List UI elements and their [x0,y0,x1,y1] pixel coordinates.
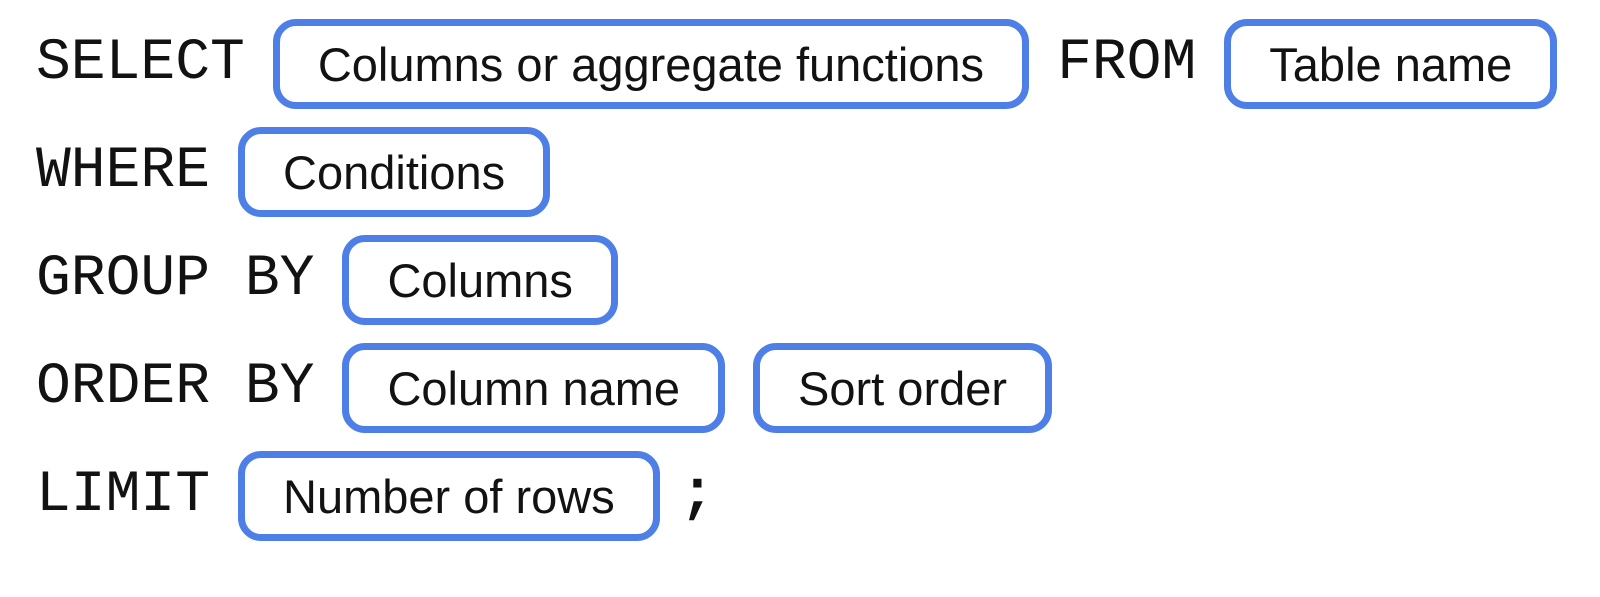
pill-columns-label: Columns [387,253,573,307]
where-clause-row: WHERE Conditions [36,127,1600,217]
keyword-group-by: GROUP BY [36,247,315,312]
pill-sort-order-label: Sort order [798,361,1008,415]
group-by-clause-row: GROUP BY Columns [36,235,1600,325]
keyword-order-by: ORDER BY [36,355,315,420]
limit-clause-row: LIMIT Number of rows ; [36,451,1600,541]
pill-columns-or-aggregate-functions-label: Columns or aggregate functions [317,37,985,91]
keyword-where: WHERE [36,139,211,204]
pill-table-name: Table name [1224,19,1558,109]
pill-number-of-rows: Number of rows [238,451,660,541]
pill-number-of-rows-label: Number of rows [283,469,615,523]
select-clause-row: SELECT Columns or aggregate functions FR… [36,19,1600,109]
pill-conditions: Conditions [238,127,551,217]
pill-sort-order: Sort order [753,343,1053,433]
keyword-from: FROM [1057,31,1197,96]
pill-columns-or-aggregate-functions: Columns or aggregate functions [272,19,1030,109]
pill-columns: Columns [342,235,618,325]
pill-conditions-label: Conditions [283,145,506,199]
keyword-select: SELECT [36,31,245,96]
order-by-clause-row: ORDER BY Column name Sort order [36,343,1600,433]
keyword-limit: LIMIT [36,463,211,528]
pill-column-name: Column name [342,343,726,433]
pill-table-name-label: Table name [1269,37,1513,91]
pill-column-name-label: Column name [387,361,681,415]
statement-terminator-semicolon: ; [679,463,715,528]
